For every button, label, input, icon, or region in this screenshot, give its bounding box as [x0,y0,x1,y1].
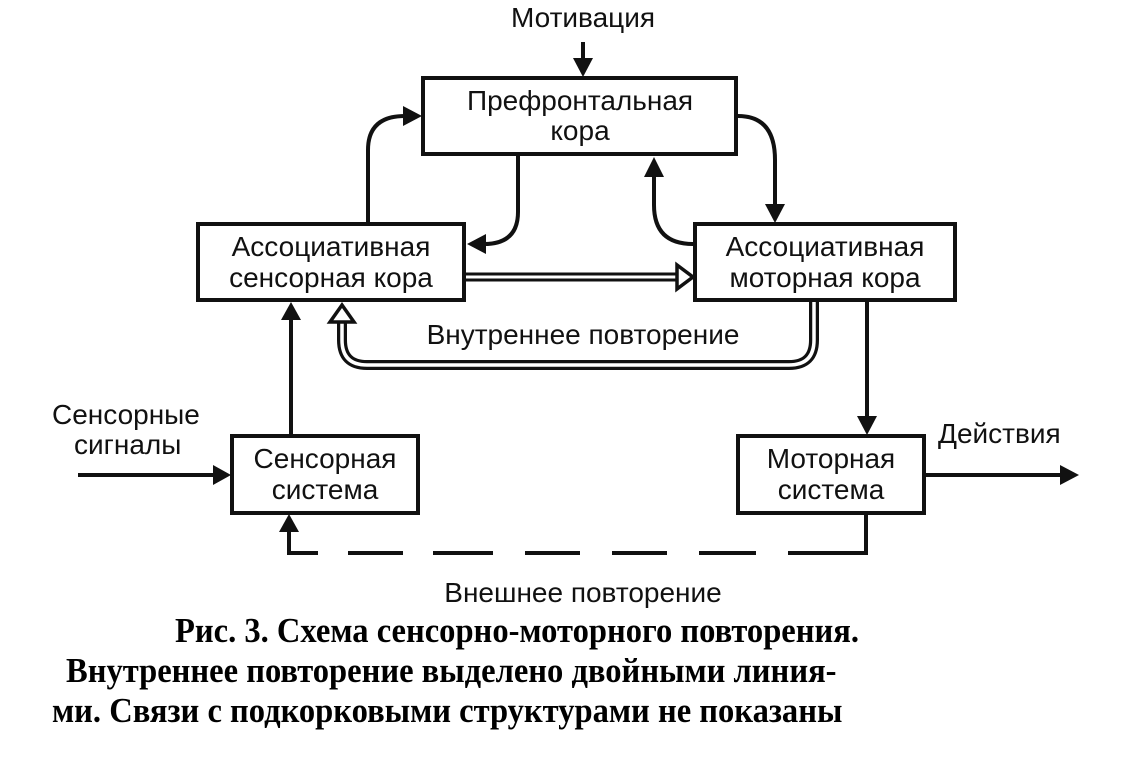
arrow-prefrontal-to-motor [737,114,785,223]
arrow-motor-to-prefrontal [644,157,694,246]
sensory-signals-label: Сенсорные [52,399,200,430]
node-sensory-system: Сенсорная система [230,434,420,515]
figure-caption-line-1: Рис. 3. Схема сенсорно-моторного повторе… [175,611,860,650]
node-label: кора [550,115,610,146]
arrow-prefrontal-to-sensory [467,156,520,254]
node-label: Префронтальная [467,85,693,116]
node-prefrontal-cortex: Префронтальная кора [421,76,738,156]
arrow-assoc-motor-to-motor-system [857,302,877,435]
node-label: сенсорная кора [229,262,433,293]
motivation-arrow [573,42,593,77]
arrow-signals-to-sensory-system [78,465,231,485]
node-associative-motor-cortex: Ассоциативная моторная кора [693,222,957,302]
dashed-arrow-external-repetition [279,514,868,559]
figure-caption-line-3: ми. Связи с подкорковыми структурами не … [52,691,843,730]
double-arrow-sensory-to-motor [466,261,696,293]
node-label: система [272,474,379,505]
sensorimotor-diagram: Мотивация Префронтальная кора Ассоциатив… [52,2,1079,608]
node-associative-sensory-cortex: Ассоциативная сенсорная кора [196,222,466,302]
external-repetition-label: Внешнее повторение [444,577,721,608]
arrow-motor-system-to-actions [926,465,1079,485]
node-label: Ассоциативная [232,231,431,262]
node-label: Сенсорная [254,443,397,474]
node-label: система [778,474,885,505]
double-arrow-internal-repetition [326,301,819,370]
node-motor-system: Моторная система [736,434,926,515]
node-label: Ассоциативная [726,231,925,262]
motivation-label: Мотивация [511,2,655,33]
arrow-sensory-system-to-assoc-sensory [281,302,301,434]
node-label: моторная кора [729,262,921,293]
figure-caption-line-2: Внутреннее повторение выделено двойными … [66,651,837,690]
sensory-signals-label: сигналы [74,429,181,460]
arrow-sensory-to-prefrontal [366,106,422,222]
actions-label: Действия [938,418,1061,449]
internal-repetition-label: Внутреннее повторение [427,319,740,350]
node-label: Моторная [767,443,895,474]
